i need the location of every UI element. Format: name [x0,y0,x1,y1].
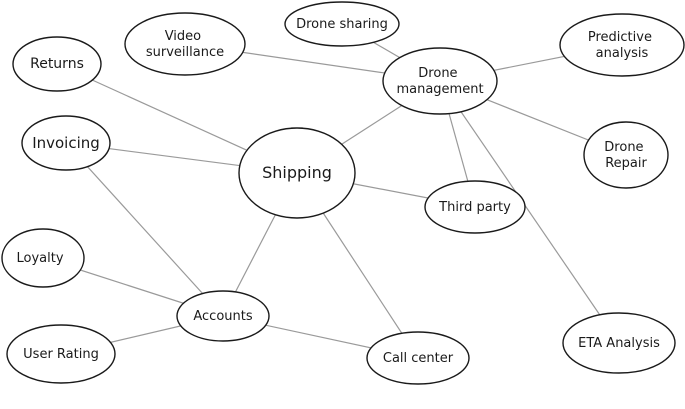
node-video-surveillance: Video surveillance [124,12,246,76]
svg-text:Returns: Returns [30,56,84,72]
svg-text:ETA Analysis: ETA Analysis [578,336,660,351]
node-drone-management-label-line-1: Drone [418,66,457,81]
node-shipping: Shipping [238,127,356,219]
svg-text:Accounts: Accounts [193,309,252,324]
node-invoicing-label: Invoicing [32,134,100,152]
svg-text:Drone sharing: Drone sharing [296,17,388,32]
node-third-party-label: Third party [438,200,511,215]
node-eta-analysis-label: ETA Analysis [578,336,660,351]
svg-text:Drone management: Drone management [396,66,483,97]
node-call-center-label: Call center [383,351,454,366]
svg-text:Shipping: Shipping [262,163,332,182]
node-accounts: Accounts [176,290,270,342]
node-drone-management-label-line-2: management [396,82,483,97]
node-returns: Returns [12,36,102,92]
node-eta-analysis: ETA Analysis [562,312,676,374]
node-third-party: Third party [424,180,526,234]
svg-text:Drone Repair: Drone Repair [604,140,647,171]
node-drone-repair-label-line-2: Repair [605,156,647,171]
node-drone-repair-label-line-1: Drone [604,140,643,155]
node-returns-label: Returns [30,56,84,72]
svg-text:Predictive analysis: Predictive analysis [588,30,656,61]
node-drone-sharing-label: Drone sharing [296,17,388,32]
node-invoicing: Invoicing [21,115,111,171]
node-accounts-label: Accounts [193,309,252,324]
node-predictive-analysis-label-line-2: analysis [596,46,649,61]
svg-text:Invoicing: Invoicing [32,134,100,152]
node-loyalty-label: Loyalty [16,251,63,266]
node-user-rating: User Rating [6,324,116,384]
node-predictive-analysis-label-line-1: Predictive [588,30,652,45]
node-drone-sharing: Drone sharing [284,1,400,47]
node-user-rating-label: User Rating [23,347,99,362]
svg-text:Call center: Call center [383,351,454,366]
svg-text:Third party: Third party [438,200,511,215]
svg-text:Loyalty: Loyalty [16,251,63,266]
svg-text:User Rating: User Rating [23,347,99,362]
node-video-surveillance-label-line-2: surveillance [146,45,224,60]
edge-drone-management-to-eta-analysis [439,80,620,344]
node-loyalty: Loyalty [1,228,85,288]
node-drone-management: Drone management [382,47,498,115]
node-shipping-label: Shipping [262,163,332,182]
node-video-surveillance-label-line-1: Video [165,29,201,44]
node-predictive-analysis: Predictive analysis [559,13,685,77]
svg-text:Video surveillance: Video surveillance [146,29,224,60]
edge-invoicing-to-accounts [65,142,224,317]
node-drone-repair: Drone Repair [583,121,669,189]
node-call-center: Call center [366,331,470,385]
